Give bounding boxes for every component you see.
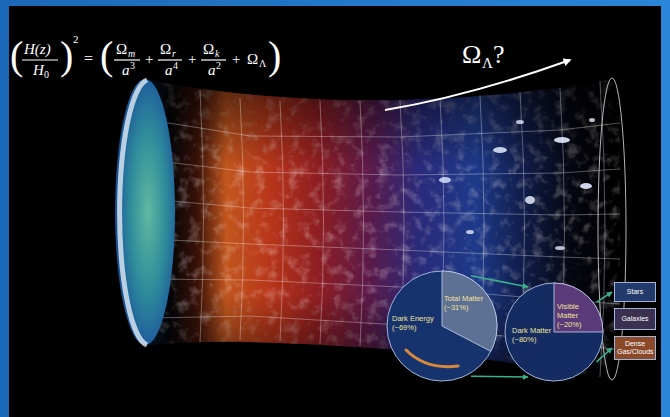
fraction-bar <box>114 59 140 60</box>
cone-shade <box>150 70 620 390</box>
galaxy <box>466 230 474 234</box>
galaxy <box>554 137 570 143</box>
fraction-bar <box>22 59 58 60</box>
grid-line <box>150 120 620 137</box>
galaxy <box>516 120 524 124</box>
equation-symbol: k <box>215 49 219 59</box>
box-label: Dense Gas/Clouds <box>617 340 653 357</box>
matter-pie: Visible Matter (~20%)Dark Matter (~80%) <box>504 282 604 382</box>
equation-symbol: ) <box>268 36 281 76</box>
pie-disc <box>505 283 603 381</box>
equation-symbol: Ω <box>203 42 214 57</box>
zoom-arrow <box>471 375 528 377</box>
cone-texture <box>150 70 620 390</box>
galaxy <box>555 246 565 250</box>
equation-symbol: 0 <box>44 70 49 80</box>
equation-symbol: Λ <box>259 59 266 69</box>
pie-label: Visible Matter (~20%) <box>557 302 592 329</box>
energy-pie: Total Matter (~31%) Dark Energy (~69%) <box>386 270 498 382</box>
fraction-bar <box>201 59 226 60</box>
equation-symbol: 4 <box>173 61 178 71</box>
question-label: ? <box>493 42 505 68</box>
equation-symbol: a <box>165 63 173 78</box>
galaxies <box>439 118 595 250</box>
grid <box>150 81 620 377</box>
galaxy <box>589 118 595 122</box>
filament-texture <box>150 70 620 390</box>
equation-symbol: ) <box>60 36 73 76</box>
equation-symbol: 3 <box>130 61 135 71</box>
gas-box: Dense Gas/Clouds <box>614 336 656 360</box>
equation-symbol: + <box>145 52 153 67</box>
equation-symbol: Ω <box>160 42 171 57</box>
equation-symbol: a <box>208 63 216 78</box>
question-label: Λ <box>482 56 493 71</box>
galaxies-box: Galaxies <box>614 308 656 330</box>
pie-wedge <box>442 271 497 351</box>
equation-symbol: Ω <box>116 42 127 57</box>
pie-wedge <box>554 283 603 332</box>
universe-cone <box>115 70 626 390</box>
grid-line <box>150 160 620 175</box>
pie-label: Total Matter (~31%) <box>444 294 484 312</box>
galaxy <box>580 183 592 189</box>
equation-symbol: 2 <box>216 61 221 71</box>
galaxy <box>493 147 507 153</box>
equation-symbol: H <box>33 63 44 78</box>
box-label: Stars <box>617 288 653 296</box>
fraction-bar <box>158 59 182 60</box>
galaxy <box>439 177 451 183</box>
grid-line <box>320 101 324 344</box>
box-label: Galaxies <box>617 315 653 323</box>
equation-symbol: + <box>188 52 196 67</box>
question-label: Ω <box>462 42 481 68</box>
grid-line <box>150 199 620 215</box>
equation-symbol: m <box>128 49 135 59</box>
grid-line <box>150 239 620 259</box>
equation-symbol: H(z) <box>24 42 51 57</box>
left-bar <box>0 0 9 417</box>
pie-label: Dark Energy (~69%) <box>392 314 438 332</box>
grid-line <box>360 101 364 346</box>
pie-label: Dark Matter (~80%) <box>512 326 554 344</box>
equation-symbol: ( <box>100 36 113 76</box>
equation-symbol: Ω <box>247 52 258 67</box>
cmb-surface <box>115 79 175 345</box>
equation-symbol: 2 <box>73 34 79 45</box>
stars-box: Stars <box>614 282 656 302</box>
top-bar <box>0 0 670 6</box>
pie-disc <box>387 271 497 381</box>
equation-symbol: ( <box>10 36 23 76</box>
galaxy <box>525 196 535 204</box>
right-bar <box>661 0 670 417</box>
zoom-arrow <box>597 292 612 302</box>
equation-symbol: a <box>122 63 130 78</box>
equation-symbol: r <box>172 49 176 59</box>
energy-streak <box>406 350 458 367</box>
equation-symbol: + <box>232 52 240 67</box>
cmb-glow <box>120 80 147 345</box>
equation-symbol: = <box>84 51 93 67</box>
grid-line <box>280 101 284 341</box>
